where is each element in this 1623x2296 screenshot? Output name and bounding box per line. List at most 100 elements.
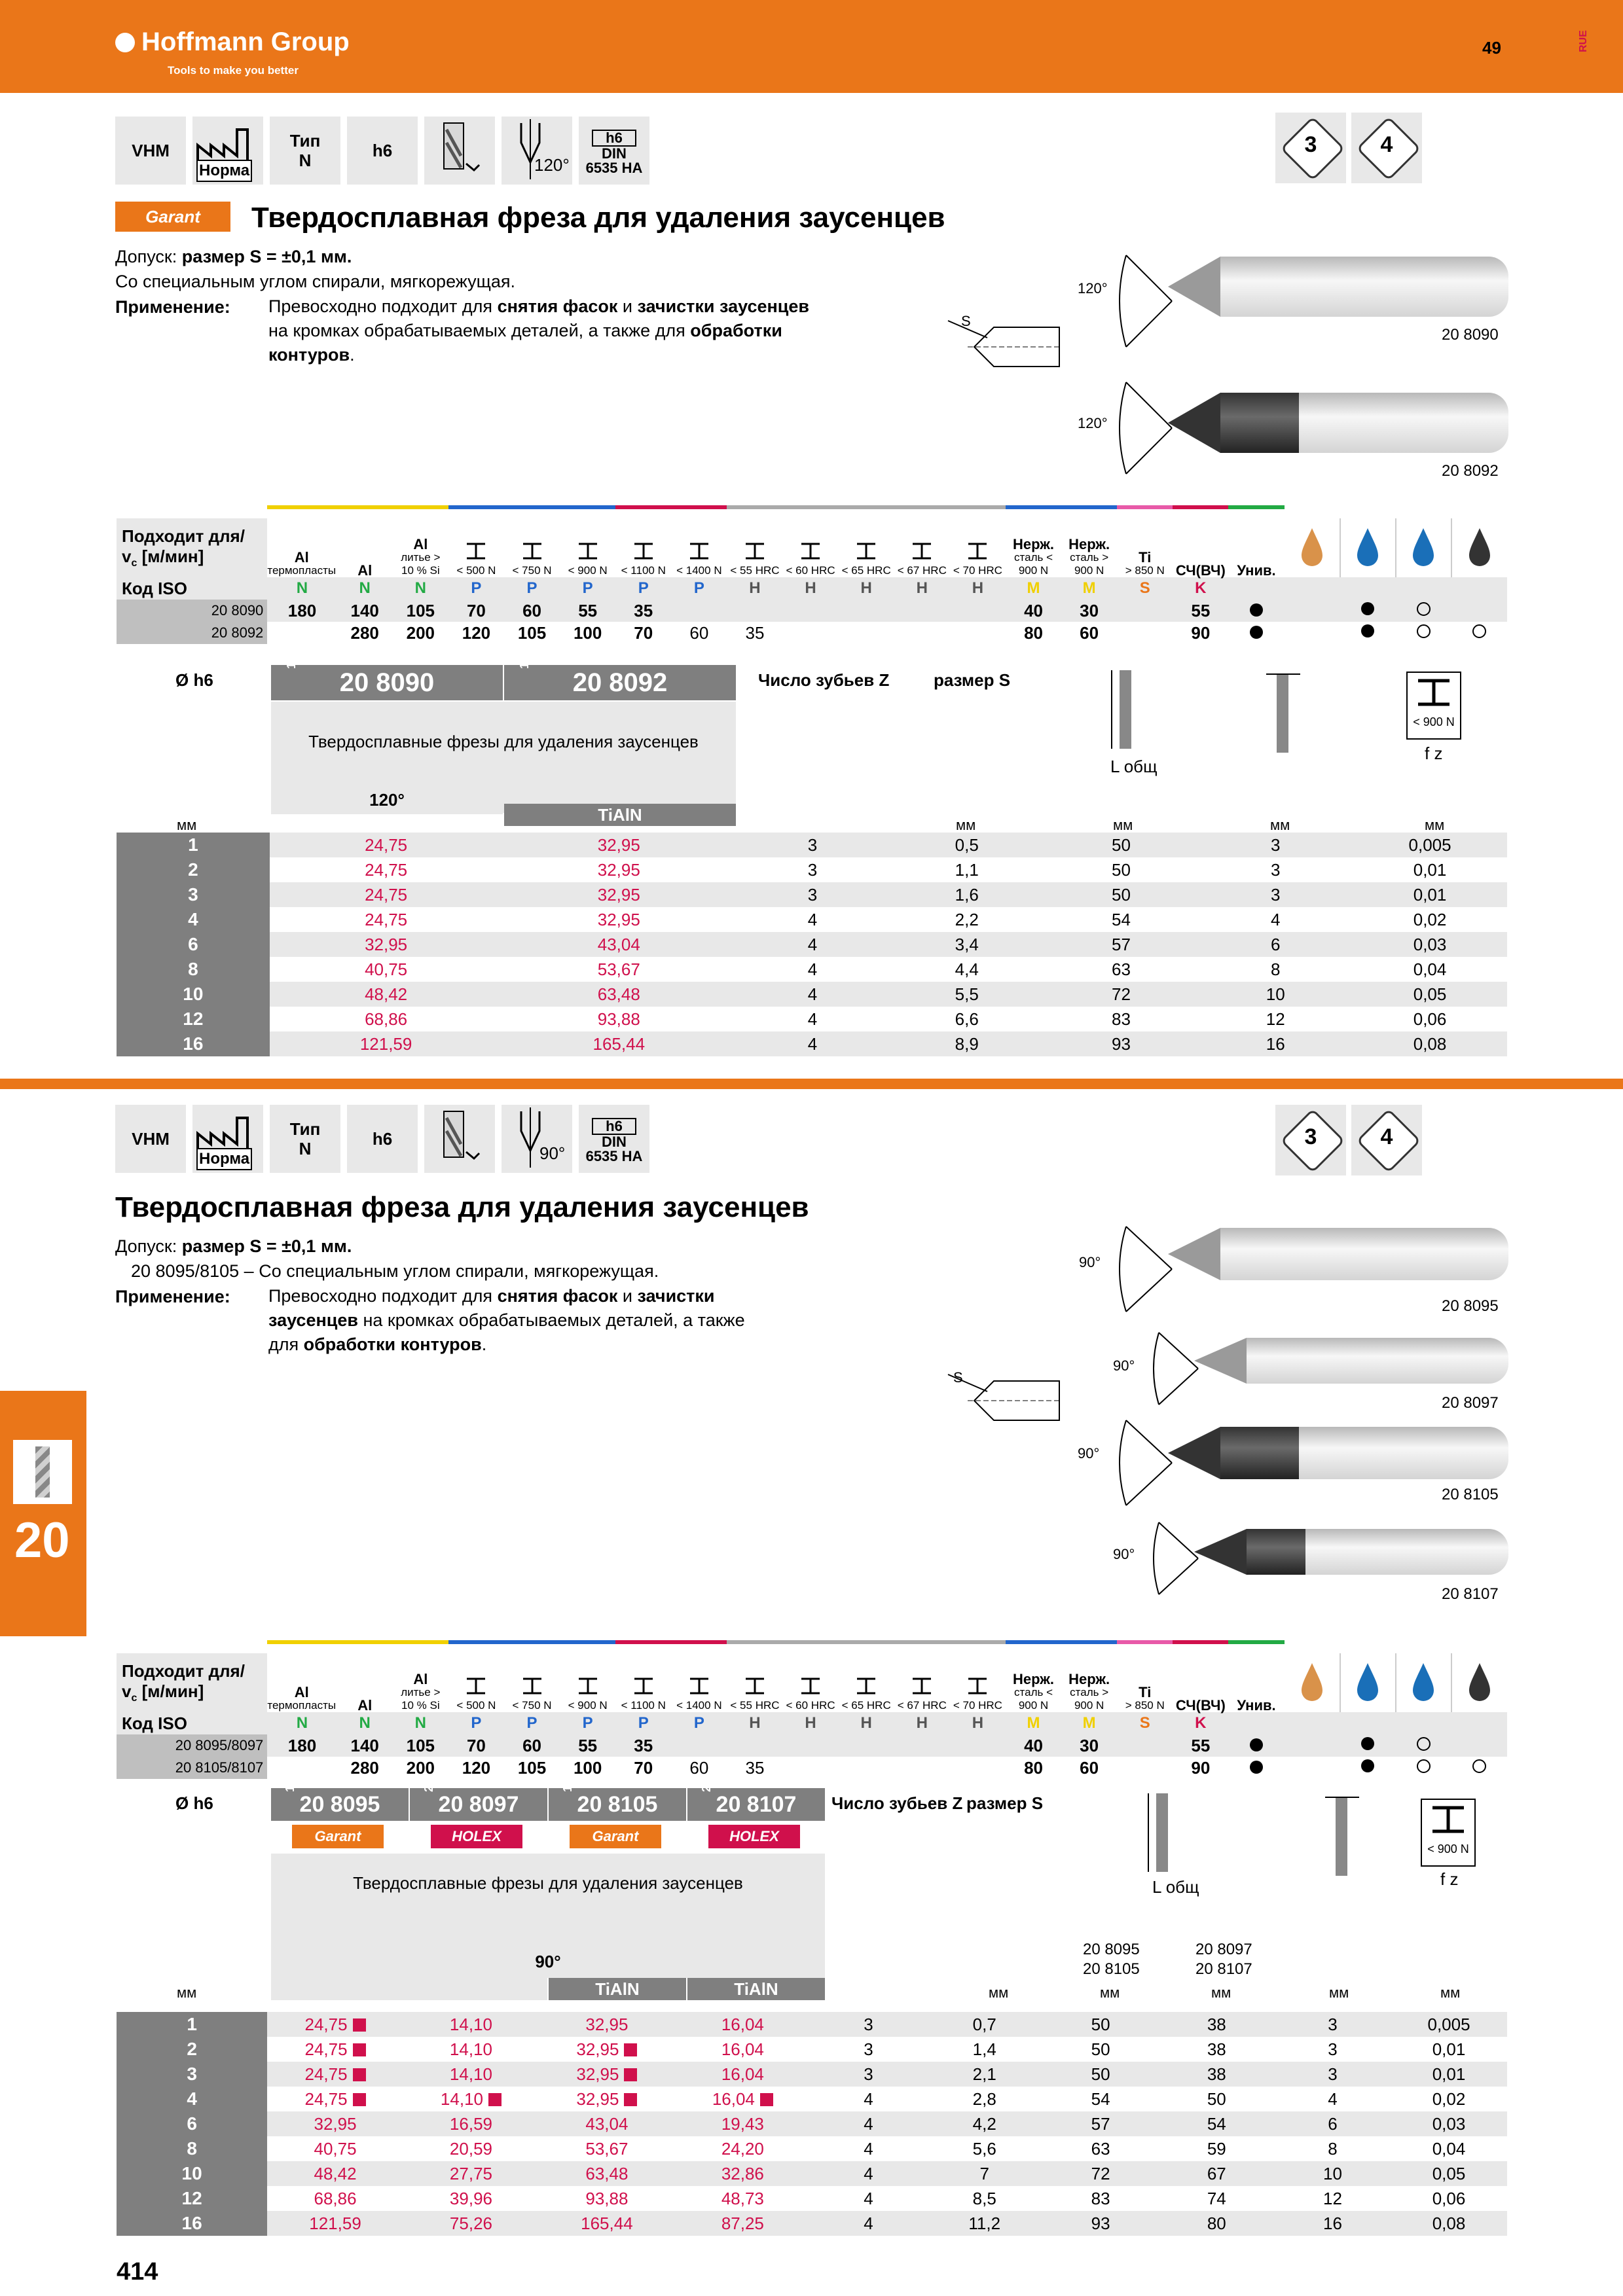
conditional-ring — [1416, 1736, 1431, 1751]
s-size-header: размер S — [966, 1793, 1044, 1813]
price-cell[interactable]: 75,26 — [403, 2211, 539, 2236]
price-cell[interactable]: 48,73 — [674, 2186, 811, 2211]
countersink-icon — [520, 119, 541, 179]
steel-beam-icon — [689, 543, 708, 560]
price-cell[interactable]: 20,59 — [403, 2136, 539, 2161]
price-cell[interactable]: 16,04 — [674, 2012, 811, 2037]
steel-beam-icon — [745, 543, 764, 560]
price-cell[interactable]: 24,75 — [267, 2037, 403, 2062]
badge-norm: Норма — [192, 1105, 263, 1173]
badge-h6: h6 — [347, 117, 418, 185]
price-cell[interactable]: 24,75 — [267, 2087, 403, 2111]
teeth-3-icon: 3 — [1275, 113, 1346, 183]
price-cell[interactable]: 32,95 — [539, 2037, 675, 2062]
price-cell[interactable]: 14,10 — [403, 2012, 539, 2037]
length-label: L общ — [1152, 1877, 1199, 1897]
steel-beam-icon — [522, 543, 541, 560]
price-cell[interactable]: 16,04 — [674, 2037, 811, 2062]
chapter-tab[interactable]: 20 — [0, 1391, 86, 1636]
price-cell[interactable]: 14,10 — [403, 2062, 539, 2087]
teeth-3-icon: 3 — [1275, 1105, 1346, 1175]
stock-marker-icon — [624, 2043, 638, 2056]
desc-box: Твердосплавные фрезы для удаления заусен… — [271, 1854, 825, 1945]
stock-marker-icon — [759, 2092, 773, 2106]
price-cell[interactable]: 24,75 — [267, 2012, 403, 2037]
drop-orange-icon — [1302, 528, 1323, 566]
steel-beam-icon — [467, 543, 486, 560]
dry-icon — [1468, 1663, 1490, 1701]
brand-logo: HOLEX — [431, 1825, 522, 1848]
s-size-header: размер S — [934, 670, 1011, 690]
application-label: Применение: — [115, 297, 230, 317]
drop-blue-icon — [1357, 528, 1379, 566]
price-cell[interactable]: 93,88 — [539, 2186, 675, 2211]
tool-code: 20 8097 — [1442, 1394, 1499, 1412]
price-cell[interactable]: 19,43 — [674, 2111, 811, 2136]
coating-cell: TiAlN — [549, 1978, 686, 2000]
factory-icon — [196, 128, 249, 166]
price-cell[interactable]: 63,48 — [539, 2161, 675, 2186]
application-text: Превосходно подходит для снятия фасок и … — [268, 1286, 745, 1354]
tool-image-208090 — [1168, 257, 1508, 317]
unit-label: мм — [989, 1984, 1009, 2001]
price-cell[interactable]: 68,86 — [267, 2186, 403, 2211]
price-cell[interactable]: 27,75 — [403, 2161, 539, 2186]
price-cell[interactable]: 32,95 — [267, 2111, 403, 2136]
price-cell[interactable]: 32,95 — [539, 2087, 675, 2111]
price-cell[interactable]: 14,10 — [403, 2087, 539, 2111]
stock-marker-icon — [352, 2092, 366, 2106]
price-cell[interactable]: 14,10 — [403, 2037, 539, 2062]
shank-diameter-icon — [1266, 673, 1300, 753]
tolerance-text: Допуск: размер S = ±0,1 мм. — [115, 247, 352, 266]
price-cell[interactable]: 16,59 — [403, 2111, 539, 2136]
price-cell[interactable]: 32,95 — [539, 2012, 675, 2037]
price-cell[interactable]: 32,95 — [539, 2062, 675, 2087]
price-cell[interactable]: 24,20 — [674, 2136, 811, 2161]
price-cell[interactable]: 48,42 — [267, 2161, 403, 2186]
tool-image-208105 — [1168, 1427, 1508, 1479]
page-number: 414 — [117, 2258, 158, 2286]
steel-beam-icon — [968, 1677, 987, 1695]
angle-arc-icon — [1153, 1332, 1199, 1405]
angle-arc-icon — [1119, 382, 1173, 475]
price-cell[interactable]: 40,75 — [267, 2136, 403, 2161]
tool-image-208097 — [1194, 1338, 1508, 1384]
spiral-text: 20 8095/8105 – Со специальным углом спир… — [131, 1261, 659, 1281]
suitable-dot — [1249, 603, 1263, 617]
suitable-dot — [1361, 1759, 1375, 1772]
drop-orange-icon — [1302, 1663, 1323, 1701]
suitable-dot — [1249, 625, 1263, 639]
price-cell[interactable]: 165,44 — [539, 2211, 675, 2236]
price-cell[interactable]: 32,86 — [674, 2161, 811, 2186]
coating-cell: TiAlN — [504, 804, 736, 826]
conditional-ring — [1416, 1759, 1431, 1773]
price-cell[interactable]: 16,04 — [674, 2062, 811, 2087]
price-cell[interactable]: 53,67 — [539, 2136, 675, 2161]
steel-beam-icon — [913, 1677, 932, 1695]
price-cell[interactable]: 121,59 — [267, 2211, 403, 2236]
factory-icon — [196, 1117, 249, 1155]
fz-icon: < 900 N — [1421, 1799, 1476, 1867]
chamfer-sketch-icon — [947, 320, 1060, 367]
unit-label: мм — [1329, 1984, 1349, 2001]
price-cell[interactable]: 24,75 — [267, 2062, 403, 2087]
steel-beam-icon — [913, 543, 932, 560]
spiral-text: Со специальным углом спирали, мягкорежущ… — [115, 272, 515, 291]
steel-beam-icon — [578, 1677, 597, 1695]
price-cell[interactable]: 16,04 — [674, 2087, 811, 2111]
application-label: Применение: — [115, 1287, 230, 1306]
price-cell[interactable]: 43,04 — [539, 2111, 675, 2136]
price-cell[interactable]: 39,96 — [403, 2186, 539, 2211]
unit-label: мм — [1425, 817, 1445, 833]
conditional-ring — [1472, 624, 1486, 638]
price-cell[interactable]: 87,25 — [674, 2211, 811, 2236]
